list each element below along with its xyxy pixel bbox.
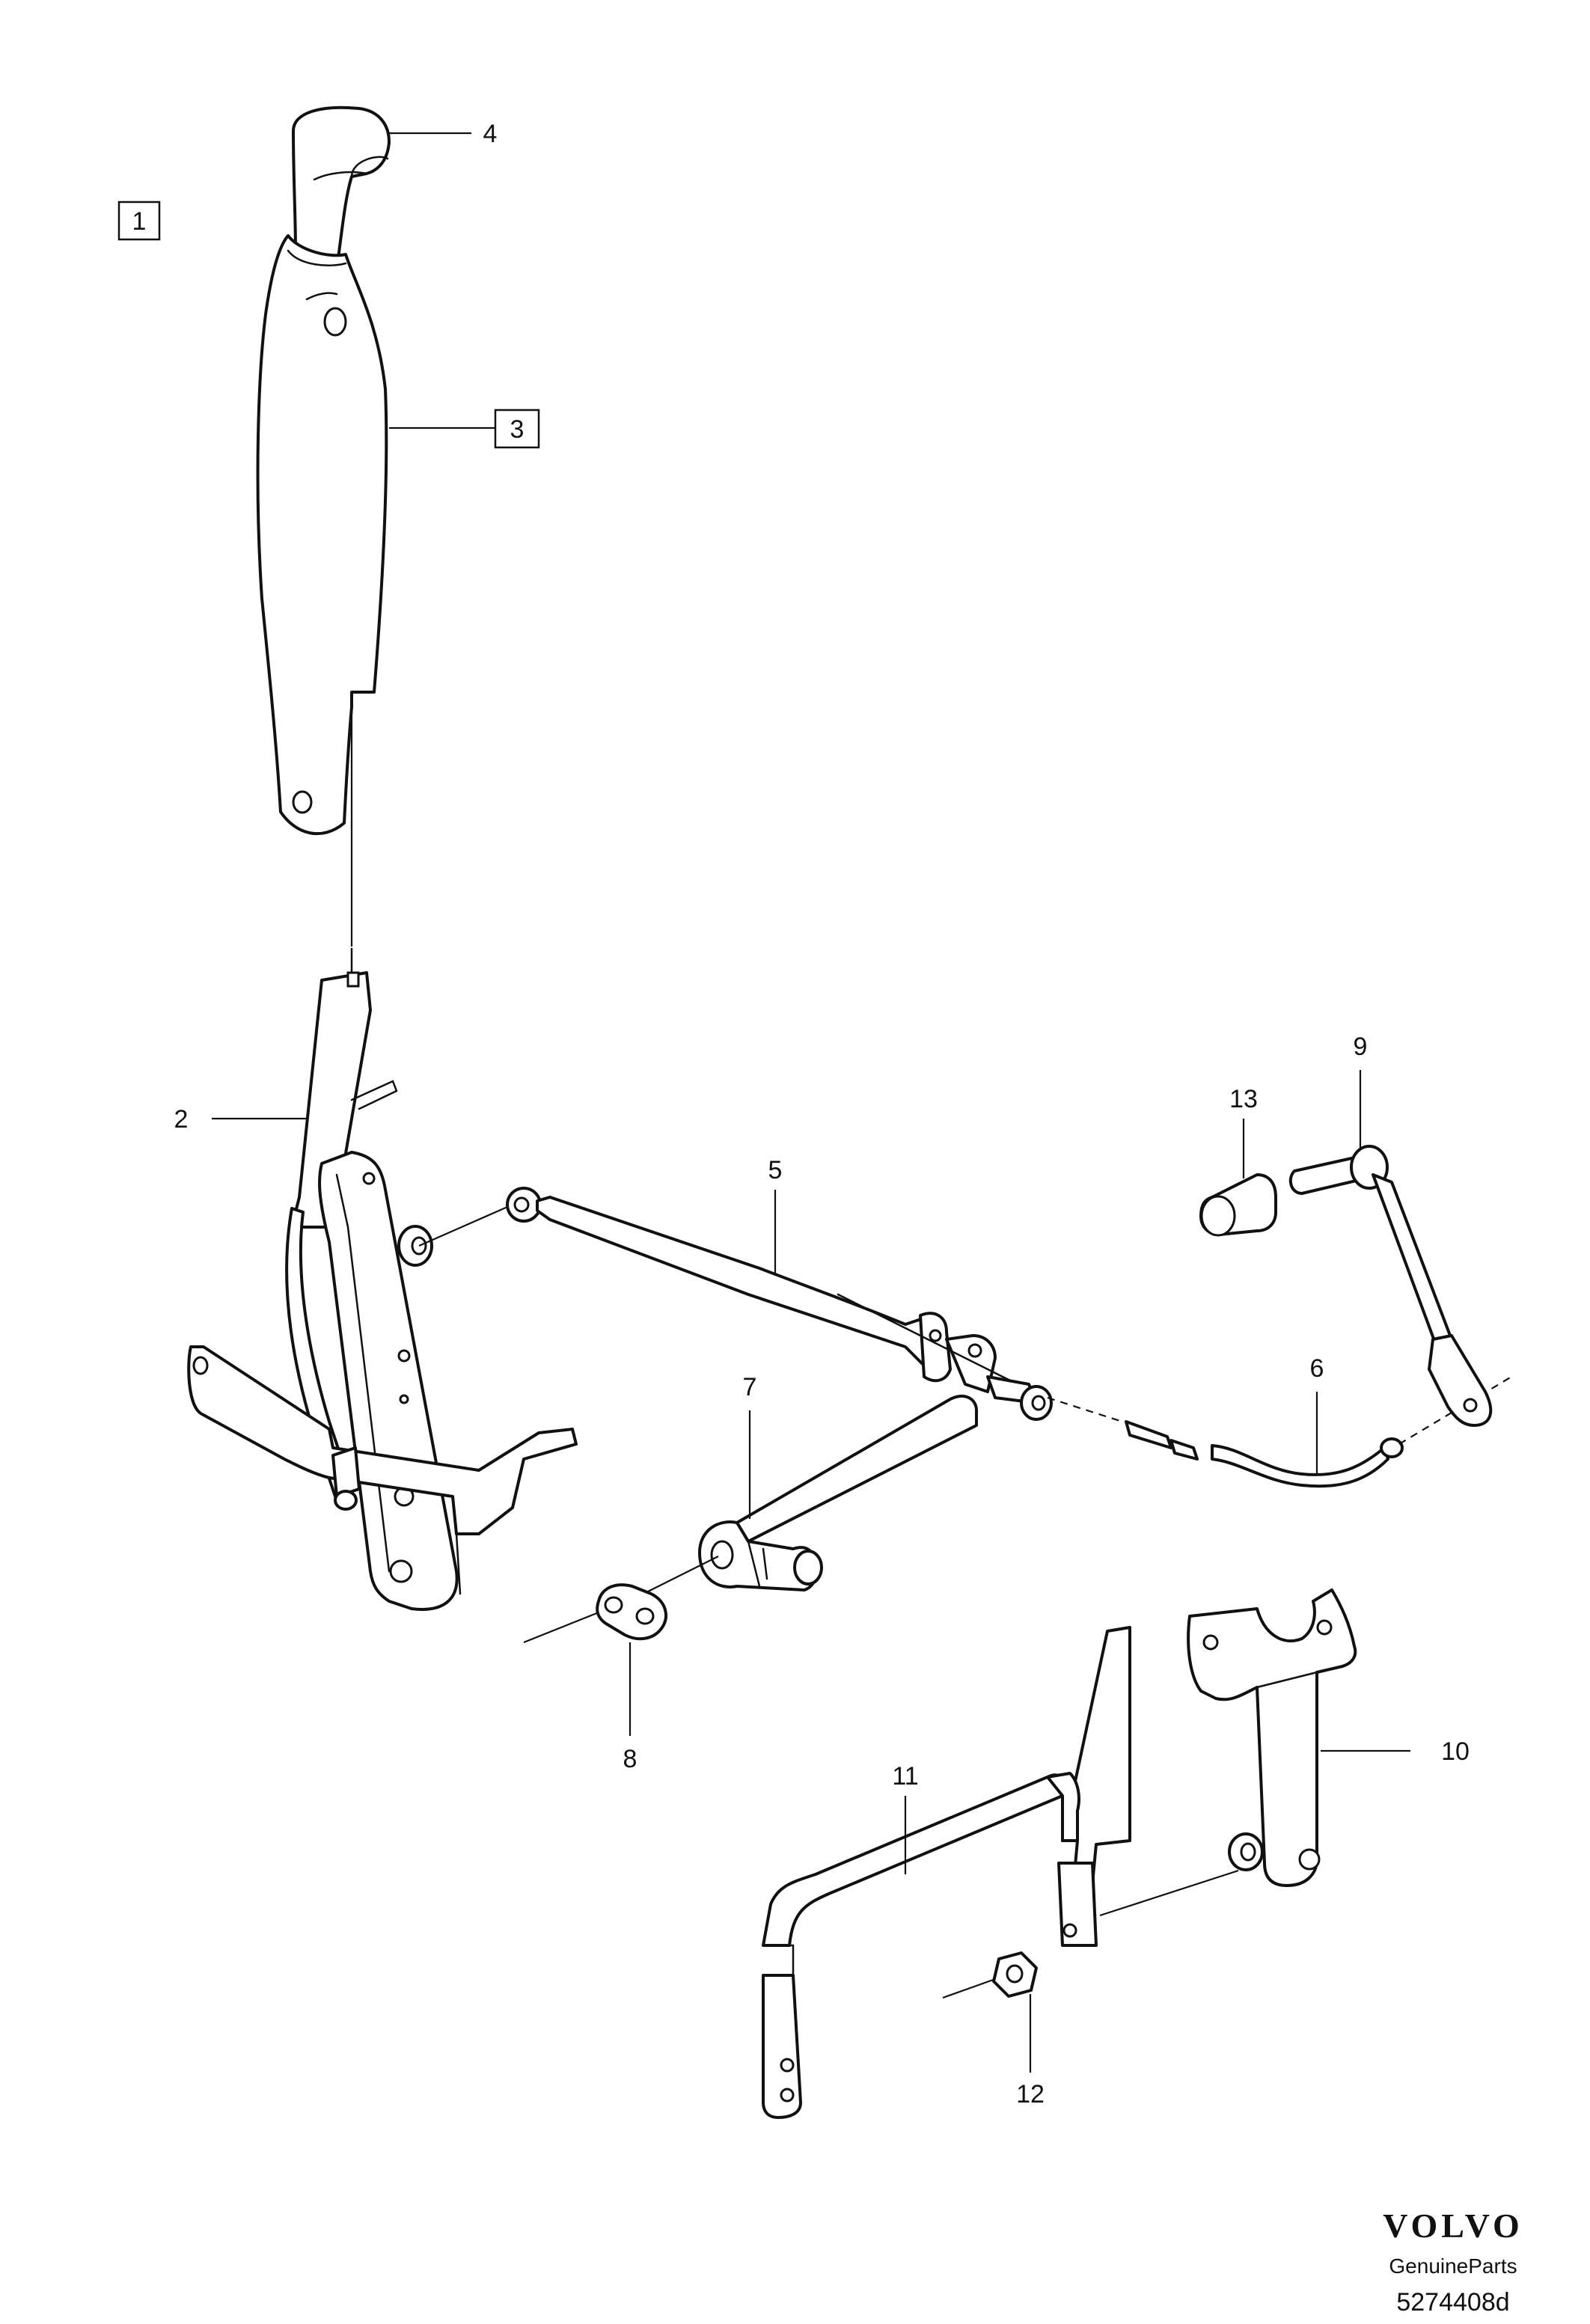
bracket-to-rod-line	[1099, 1869, 1239, 1917]
callout-leaders	[212, 132, 1410, 2073]
lever-to-rod-line	[418, 1203, 513, 1247]
rod-part-5	[506, 1187, 1053, 1421]
callout-6-label: 6	[1310, 1354, 1324, 1383]
shaft-to-washer-line	[643, 1556, 719, 1594]
callout-4-label: 4	[483, 120, 498, 148]
lever-cover-part-3	[256, 234, 388, 836]
callout-13-label: 13	[1229, 1085, 1258, 1113]
callout-12-label: 12	[1016, 2080, 1045, 2109]
callout-2-label: 2	[174, 1105, 189, 1134]
volvo-logo: VOLVO	[1383, 2207, 1523, 2245]
callout-1: 1	[117, 201, 161, 241]
callout-11-label: 11	[892, 1762, 918, 1791]
callout-3-box	[494, 409, 540, 449]
bushing-part-13	[1199, 1173, 1277, 1237]
callout-9-label: 9	[1354, 1033, 1368, 1061]
shaft-part-7	[698, 1395, 978, 1591]
handle-knob-part-4	[292, 106, 391, 260]
callout-10-label: 10	[1441, 1737, 1470, 1766]
frame-rod-part-11	[762, 1626, 1131, 2119]
document-number: 5274408d	[1396, 2288, 1509, 2317]
bracket-part-10	[1187, 1588, 1357, 1887]
callout-1-box	[117, 201, 161, 241]
bracket-nut	[1228, 1832, 1264, 1871]
callout-5-label: 5	[768, 1156, 783, 1184]
callout-3: 3	[494, 409, 540, 449]
callout-1-label: 1	[132, 207, 147, 236]
callout-7-label: 7	[743, 1373, 757, 1401]
cable-part-6	[1047, 1376, 1512, 1488]
washer-plate-part-8	[523, 1583, 667, 1644]
callout-8-label: 8	[623, 1745, 637, 1773]
pin-lever-part-9	[1288, 1145, 1493, 1427]
brand-name: VOLVO	[1383, 2207, 1523, 2245]
brand-tagline: GenuineParts	[1389, 2254, 1517, 2278]
lever-assembly-part-2	[187, 947, 578, 1611]
callout-3-label: 3	[510, 415, 525, 444]
nut-part-12	[942, 1951, 1038, 1999]
